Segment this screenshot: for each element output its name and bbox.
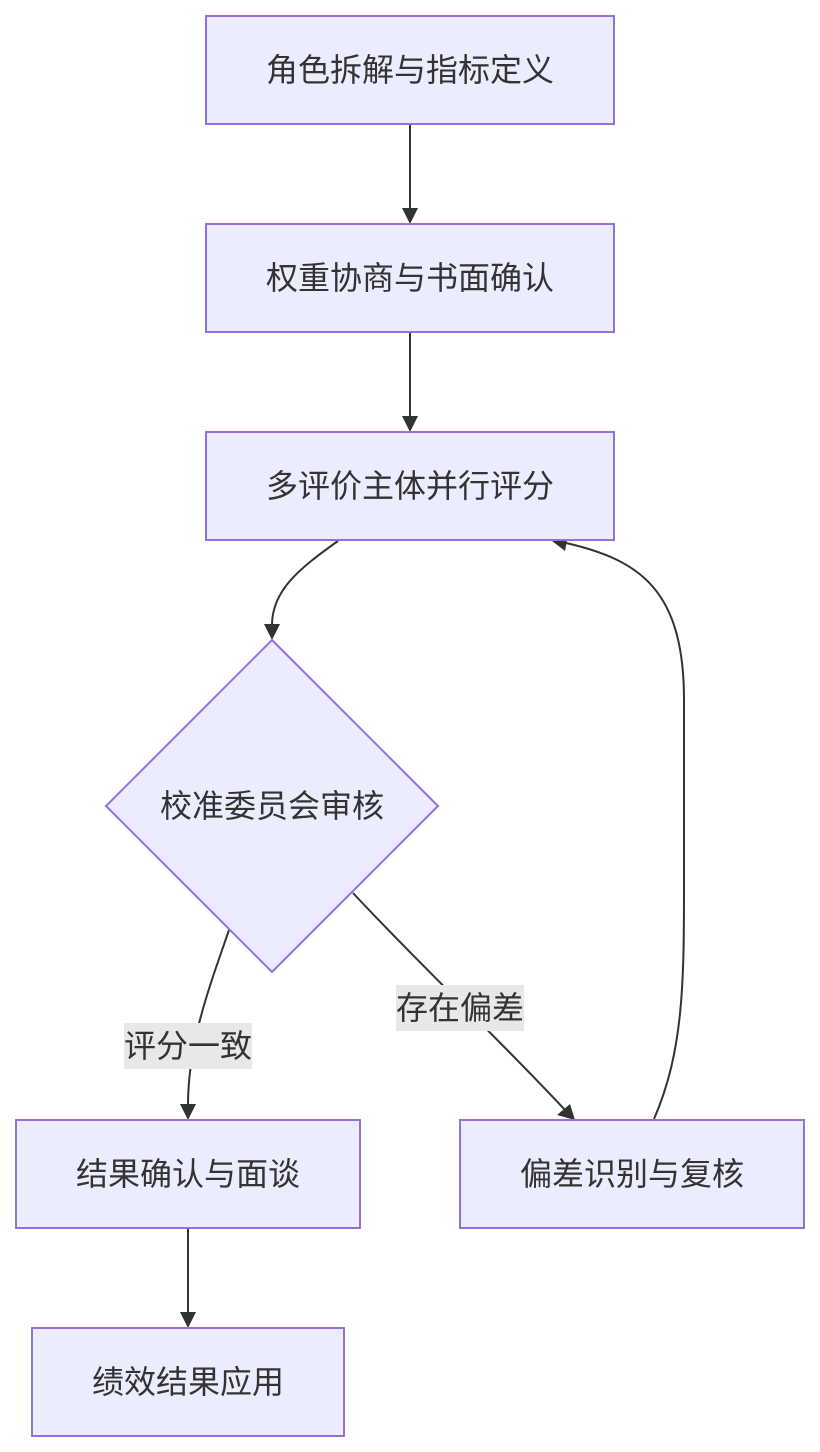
edge-deviation-to-scoring <box>565 542 685 1120</box>
node-weight-negotiation[interactable]: 权重协商与书面确认 <box>205 223 615 333</box>
node-performance-application-label: 绩效结果应用 <box>92 1363 284 1401</box>
node-role-decomposition[interactable]: 角色拆解与指标定义 <box>205 15 615 125</box>
edge-label-consistent: 评分一致 <box>124 1023 252 1069</box>
arrowhead-scoring-to-calibration <box>264 624 280 640</box>
arrowhead-calibration-to-result <box>180 1104 196 1120</box>
node-calibration-review-diamond <box>104 638 440 974</box>
node-deviation-review-box <box>459 1119 805 1229</box>
node-result-confirmation[interactable]: 结果确认与面谈 <box>15 1119 361 1229</box>
node-result-confirmation-label: 结果确认与面谈 <box>76 1155 300 1193</box>
node-parallel-scoring-box <box>205 431 615 541</box>
node-performance-application[interactable]: 绩效结果应用 <box>31 1327 345 1437</box>
node-parallel-scoring-label: 多评价主体并行评分 <box>266 467 554 505</box>
arrowhead-role-to-weight <box>402 208 418 224</box>
node-calibration-review-label: 校准委员会审核 <box>160 787 384 825</box>
node-weight-negotiation-box <box>205 223 615 333</box>
node-deviation-review[interactable]: 偏差识别与复核 <box>459 1119 805 1229</box>
edge-label-consistent-text: 评分一致 <box>124 1027 252 1065</box>
edge-label-deviation: 存在偏差 <box>396 985 524 1031</box>
node-weight-negotiation-label: 权重协商与书面确认 <box>266 259 554 297</box>
edge-scoring-to-calibration <box>271 540 339 626</box>
arrowhead-result-to-application <box>180 1312 196 1328</box>
node-calibration-review[interactable]: 校准委员会审核 <box>104 638 440 974</box>
node-deviation-review-label: 偏差识别与复核 <box>520 1155 744 1193</box>
arrowhead-weight-to-scoring <box>402 416 418 432</box>
node-result-confirmation-box <box>15 1119 361 1229</box>
edge-label-deviation-bg <box>396 985 524 1031</box>
edge-label-consistent-bg <box>124 1023 252 1069</box>
node-parallel-scoring[interactable]: 多评价主体并行评分 <box>205 431 615 541</box>
arrowhead-calibration-to-deviation <box>557 1104 575 1120</box>
edge-calibration-to-result <box>187 929 230 1106</box>
edge-label-deviation-text: 存在偏差 <box>396 989 524 1027</box>
node-role-decomposition-box <box>205 15 615 125</box>
node-performance-application-box <box>31 1327 345 1437</box>
node-role-decomposition-label: 角色拆解与指标定义 <box>266 51 554 89</box>
